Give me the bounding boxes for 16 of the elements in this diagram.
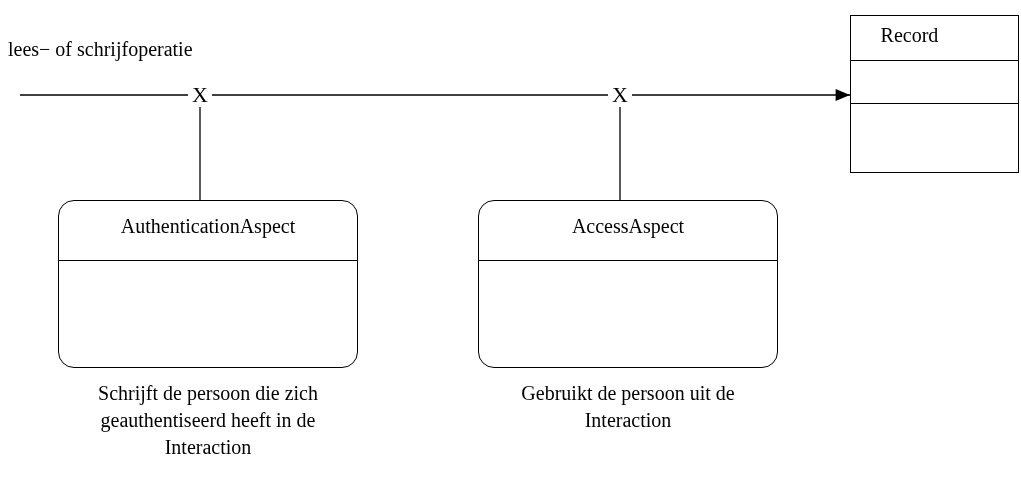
join-point-mark: X — [188, 83, 212, 107]
node-caption: Schrijft de persoon die zich geauthentiseerd heeft in de Interaction — [97, 381, 319, 460]
class-box — [850, 15, 1019, 173]
aspect-box — [58, 200, 358, 368]
connector-line — [199, 106, 201, 201]
aspect-name: AuthenticationAspect — [119, 215, 297, 238]
edge-label: lees− of schrijfoperatie — [8, 38, 193, 61]
join-point-mark: X — [608, 83, 632, 107]
line — [211, 94, 609, 96]
aspect-box — [478, 200, 778, 368]
node-caption: Gebruikt de persoon uit de Interaction — [520, 381, 736, 433]
connector-line — [619, 106, 621, 201]
line — [19, 94, 189, 96]
aspect-name: AccessAspect — [570, 215, 686, 238]
arrow — [631, 89, 851, 101]
class-name: Record — [879, 24, 940, 47]
